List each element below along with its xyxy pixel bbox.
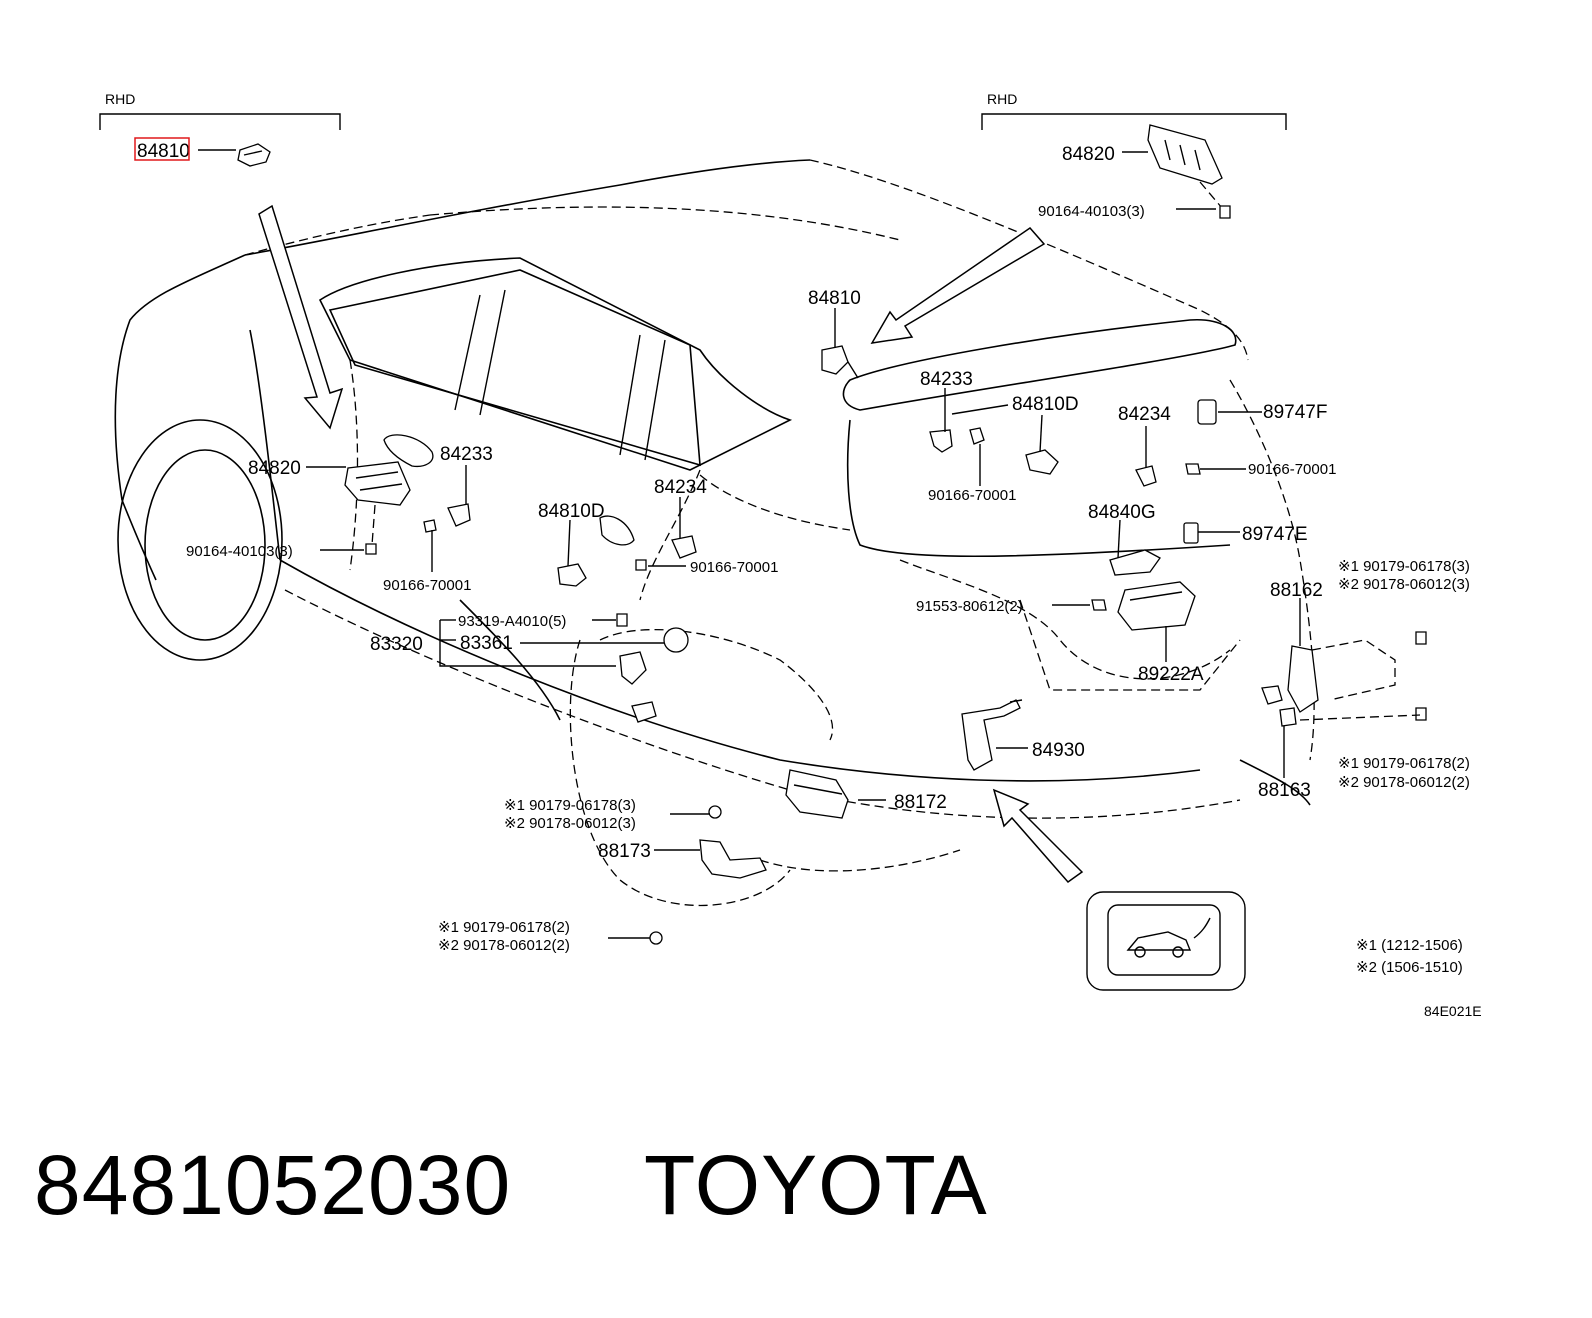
- callout-88162-note2: ※2 90178-06012(3): [1338, 576, 1470, 593]
- callout-84234-right: 84234: [1118, 404, 1171, 425]
- brand-name: TOYOTA: [644, 1138, 988, 1232]
- callout-84233-right: 84233: [920, 369, 973, 390]
- callout-90164-top: 90164-40103(3): [1038, 203, 1145, 220]
- part-84810-roof: [821, 345, 859, 379]
- callout-88163-note2: ※2 90178-06012(2): [1338, 774, 1470, 791]
- arrow-left-down: [258, 204, 344, 430]
- part-84810d-left: [557, 563, 587, 587]
- part-89747f: [1197, 399, 1217, 425]
- part-88163: [1261, 685, 1427, 727]
- footer: 8481052030 TOYOTA: [34, 1135, 1534, 1235]
- callout-90166-c: 90166-70001: [383, 577, 471, 594]
- callout-93319: 93319-A4010(5): [458, 613, 566, 630]
- part-89747e: [1183, 522, 1199, 544]
- callout-84234-left: 84234: [654, 477, 707, 498]
- callout-88163-note1: ※1 90179-06178(2): [1338, 755, 1470, 772]
- callout-84820-top: 84820: [1062, 144, 1115, 165]
- part-88173: [699, 839, 767, 879]
- figure-code: 84E021E: [1424, 1003, 1482, 1019]
- part-88172: [785, 769, 849, 819]
- part-91553-bolt: [1091, 599, 1107, 611]
- callout-84930: 84930: [1032, 740, 1085, 761]
- arrow-right-down: [870, 227, 1046, 344]
- callout-84820-left: 84820: [248, 458, 301, 479]
- part-84810d-right: [1025, 449, 1059, 475]
- exploded-parts-diagram: RHD RHD: [99, 91, 1482, 1019]
- part-84810-top: [237, 143, 271, 167]
- callout-90166-a: 90166-70001: [928, 487, 1016, 504]
- part-90166-screw-right: [1185, 463, 1201, 475]
- part-84234-right: [1135, 465, 1157, 487]
- callout-88172-note2: ※2 90178-06012(3): [504, 815, 636, 832]
- callout-88163: 88163: [1258, 780, 1311, 801]
- part-fuel-lid: [616, 613, 689, 723]
- callout-84810d-left: 84810D: [538, 501, 605, 522]
- callout-89222a: 89222A: [1138, 664, 1204, 685]
- part-nut-88172: [708, 805, 722, 819]
- callout-88172: 88172: [894, 792, 947, 813]
- leader-lines: [198, 149, 1301, 939]
- callout-88162: 88162: [1270, 580, 1323, 601]
- callout-90164-left: 90164-40103(3): [186, 543, 293, 560]
- callout-88173-note2: ※2 90178-06012(2): [438, 937, 570, 954]
- callout-88162-note1: ※1 90179-06178(3): [1338, 558, 1470, 575]
- callouts: 84810 84820 90164-40103(3) 84810 84233 8…: [134, 137, 1482, 1019]
- callout-84810-top: 84810: [137, 141, 190, 162]
- callout-84810d-right: 84810D: [1012, 394, 1079, 415]
- legend-note2: ※2 (1506-1510): [1356, 959, 1463, 976]
- part-door-handle-rear: [599, 515, 635, 546]
- legend-note1: ※1 (1212-1506): [1356, 937, 1463, 954]
- callout-83320: 83320: [370, 634, 423, 655]
- part-84233-right: [929, 427, 985, 453]
- callout-90166-d: 90166-70001: [690, 559, 778, 576]
- part-door-handle-left: [383, 434, 434, 468]
- callout-84233-left: 84233: [440, 444, 493, 465]
- car-body-outline: [114, 159, 1315, 907]
- hatch-switch-inset: [1086, 891, 1246, 991]
- callout-89747f: 89747F: [1263, 402, 1327, 423]
- car-open-hatch-icon: [1126, 931, 1192, 951]
- callout-84840g: 84840G: [1088, 502, 1156, 523]
- part-84820-top: [1147, 124, 1231, 219]
- callout-91553: 91553-80612(2): [916, 598, 1023, 615]
- rhd-bracket-right: RHD: [981, 91, 1287, 130]
- callout-88172-note1: ※1 90179-06178(3): [504, 797, 636, 814]
- part-84820-left: [344, 461, 411, 555]
- part-number: 8481052030: [34, 1138, 512, 1232]
- part-89222a: [1117, 581, 1196, 631]
- highlight-box: [134, 137, 190, 161]
- part-84840g: [1109, 549, 1161, 576]
- callout-89747e: 89747E: [1242, 524, 1308, 545]
- rhd-label-right: RHD: [987, 91, 1017, 107]
- part-84234-left: [635, 535, 697, 571]
- callout-88173: 88173: [598, 841, 651, 862]
- callout-88173-note1: ※1 90179-06178(2): [438, 919, 570, 936]
- part-84930: [961, 699, 1023, 771]
- arrow-up-switch: [992, 788, 1084, 884]
- callout-84810-roof: 84810: [808, 288, 861, 309]
- part-84233-left: [423, 503, 471, 533]
- callout-90166-b: 90166-70001: [1248, 461, 1336, 478]
- part-nut-88173: [649, 931, 663, 945]
- rhd-bracket-left: RHD: [99, 91, 341, 130]
- rhd-label-left: RHD: [105, 91, 135, 107]
- callout-83361: 83361: [460, 633, 513, 654]
- part-88162: [1287, 631, 1427, 713]
